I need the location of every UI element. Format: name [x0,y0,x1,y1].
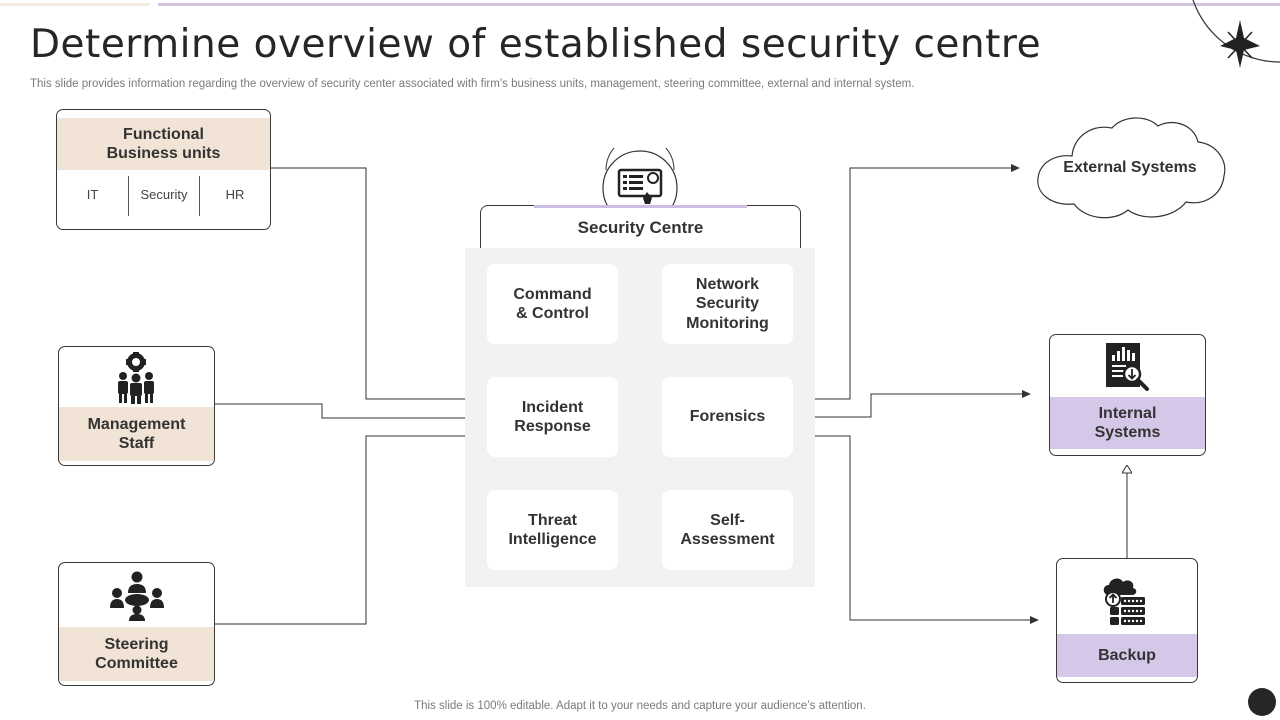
connector-fbu-to-centre [271,167,481,403]
page-subtitle: This slide provides information regardin… [30,78,915,90]
footer-note: This slide is 100% editable. Adapt it to… [414,700,866,712]
business-unit-it: IT [86,186,99,202]
report-chart-magnifier-icon [1106,343,1149,391]
security-dashboard-monitor-icon [602,148,678,210]
cloud-shape-icon [1037,117,1226,219]
management-gear-people-icon [118,352,154,404]
connector-steering-to-centre [215,432,481,625]
security-centre-accent-line [534,205,747,208]
connector-management-to-centre [215,403,481,422]
functional-business-units-label: Functional Business units [57,118,270,170]
self-assessment-box: Self- Assessment [662,490,793,570]
business-unit-hr: HR [225,186,245,202]
management-staff-card: Management Staff [58,346,215,466]
internal-systems-label: Internal Systems [1050,397,1205,449]
top-accent-bar-left [0,3,150,6]
external-systems-label: External Systems [1063,159,1197,176]
meeting-table-people-icon [110,571,164,621]
cloud-server-upload-icon [1103,578,1145,625]
corner-dot-decoration [1248,688,1276,716]
command-control-box: Command & Control [487,264,618,344]
network-security-monitoring-box: Network Security Monitoring [662,264,793,344]
backup-label: Backup [1057,634,1197,677]
top-accent-bar-right [158,3,1280,6]
security-centre-title: Security Centre [577,218,704,237]
business-unit-security: Security [140,186,188,202]
internal-systems-card: Internal Systems [1049,334,1206,456]
management-staff-label: Management Staff [59,407,214,461]
connector-centre-to-external [793,164,1020,400]
functional-business-units-card: Functional Business units IT Security HR [56,109,271,230]
incident-response-box: Incident Response [487,377,618,457]
business-unit-divider [199,176,200,216]
business-unit-divider [128,176,129,216]
threat-intelligence-box: Threat Intelligence [487,490,618,570]
steering-committee-label: Steering Committee [59,627,214,681]
connector-centre-to-internal [793,390,1031,418]
page-title: Determine overview of established securi… [30,22,1042,67]
steering-committee-card: Steering Committee [58,562,215,686]
forensics-box: Forensics [662,377,793,457]
sparkle-decoration-icon [1192,0,1280,68]
connector-centre-to-backup [793,435,1039,624]
backup-card: Backup [1056,558,1198,683]
